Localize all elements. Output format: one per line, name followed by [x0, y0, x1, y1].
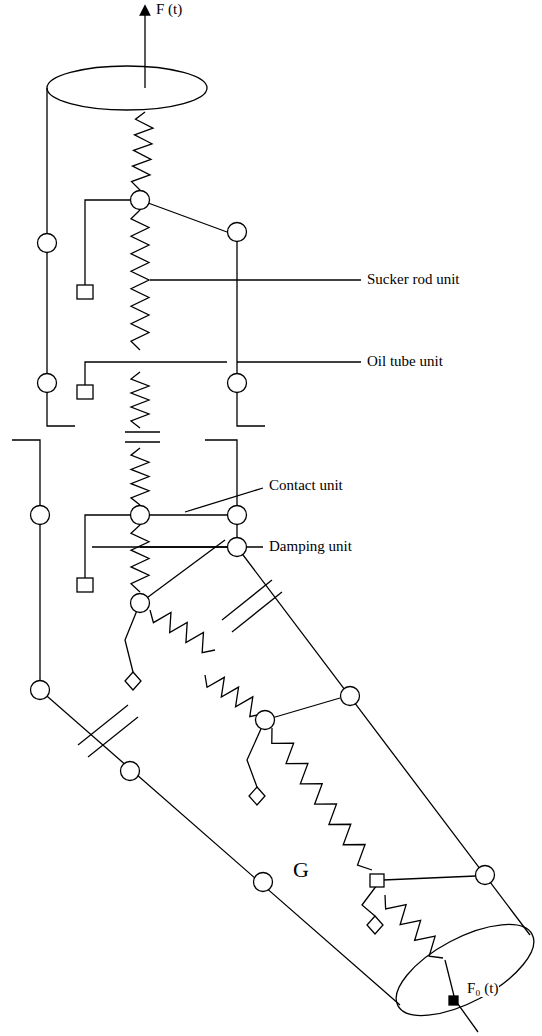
break-mark: [78, 705, 128, 745]
hinge-node: [228, 374, 247, 393]
joint-set: [31, 191, 495, 892]
hinge-node: [131, 191, 150, 210]
break-mark: [222, 580, 272, 620]
rod-spring: [272, 728, 372, 870]
hinge-node: [38, 234, 57, 253]
damper-symbol: [77, 578, 93, 592]
hinge-node: [256, 711, 275, 730]
damper-symbol: [370, 874, 384, 887]
hinge-node: [254, 873, 273, 892]
hinge-node: [131, 506, 150, 525]
leader-line: [150, 279, 361, 280]
hinge-node: [476, 866, 495, 885]
contact-link: [140, 514, 227, 515]
force-label: F₀ (t): [466, 980, 499, 997]
rod-spring: [205, 675, 262, 717]
leader-line: [237, 361, 361, 362]
rod-spring: [385, 895, 443, 958]
hinge-node: [31, 506, 50, 525]
hinge-node: [228, 223, 247, 242]
spring-set: [131, 112, 443, 958]
rod-spring: [131, 448, 149, 505]
damper-symbol: [125, 672, 141, 690]
bottom-load-point: [449, 996, 458, 1005]
hinge-node: [121, 762, 140, 781]
load-arrow: [144, 10, 145, 88]
contact-link: [140, 361, 227, 362]
damper-link: [247, 720, 265, 787]
hinge-node: [341, 687, 360, 706]
damper-symbol: [249, 787, 265, 805]
hinge-node: [31, 681, 50, 700]
force-label: F (t): [155, 1, 183, 18]
gravity-label: G: [292, 858, 310, 882]
rod-spring: [150, 610, 215, 653]
part-label: Sucker rod unit: [366, 271, 460, 288]
part-label: Oil tube unit: [366, 353, 444, 370]
rod-spring: [131, 210, 149, 350]
casing-wall: [12, 440, 400, 1005]
leader-line: [185, 488, 263, 512]
contact-link: [265, 698, 340, 720]
rod-break: [125, 441, 160, 442]
hinge-node: [131, 594, 150, 613]
damper-link: [362, 885, 377, 916]
part-label: Contact unit: [268, 477, 344, 494]
break-mark: [232, 592, 282, 632]
contact-link: [140, 540, 225, 603]
damper-link: [125, 603, 140, 672]
break-mark: [88, 717, 138, 757]
well-head: [47, 66, 207, 110]
hinge-node: [228, 506, 247, 525]
damper-symbol: [77, 285, 93, 299]
hinge-node: [228, 538, 247, 557]
damper-symbol: [77, 385, 93, 399]
contact-link: [140, 200, 227, 232]
well-bottom: [383, 906, 542, 1034]
rod-spring: [132, 112, 153, 190]
hinge-node: [38, 374, 57, 393]
tube-wall: [237, 242, 265, 426]
damper-symbol: [367, 916, 383, 934]
rod-spring: [131, 372, 149, 428]
part-label: Damping unit: [268, 538, 353, 555]
contact-link: [383, 876, 476, 880]
rod-break: [125, 431, 160, 432]
damper-link: [85, 362, 140, 385]
rod-spring: [131, 525, 149, 592]
tube-wall: [205, 440, 530, 935]
